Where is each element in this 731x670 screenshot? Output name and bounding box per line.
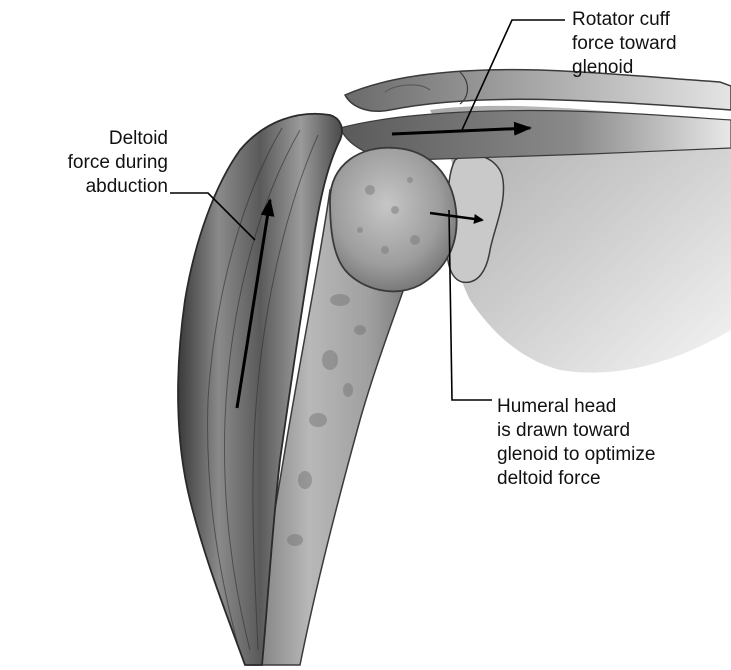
deltoid-label: Deltoid force during abduction bbox=[24, 127, 168, 199]
humeral-head bbox=[330, 148, 457, 292]
humeral-head-label: Humeral head is drawn toward glenoid to … bbox=[497, 395, 655, 491]
rotator-cuff-label: Rotator cuff force toward glenoid bbox=[572, 8, 677, 80]
